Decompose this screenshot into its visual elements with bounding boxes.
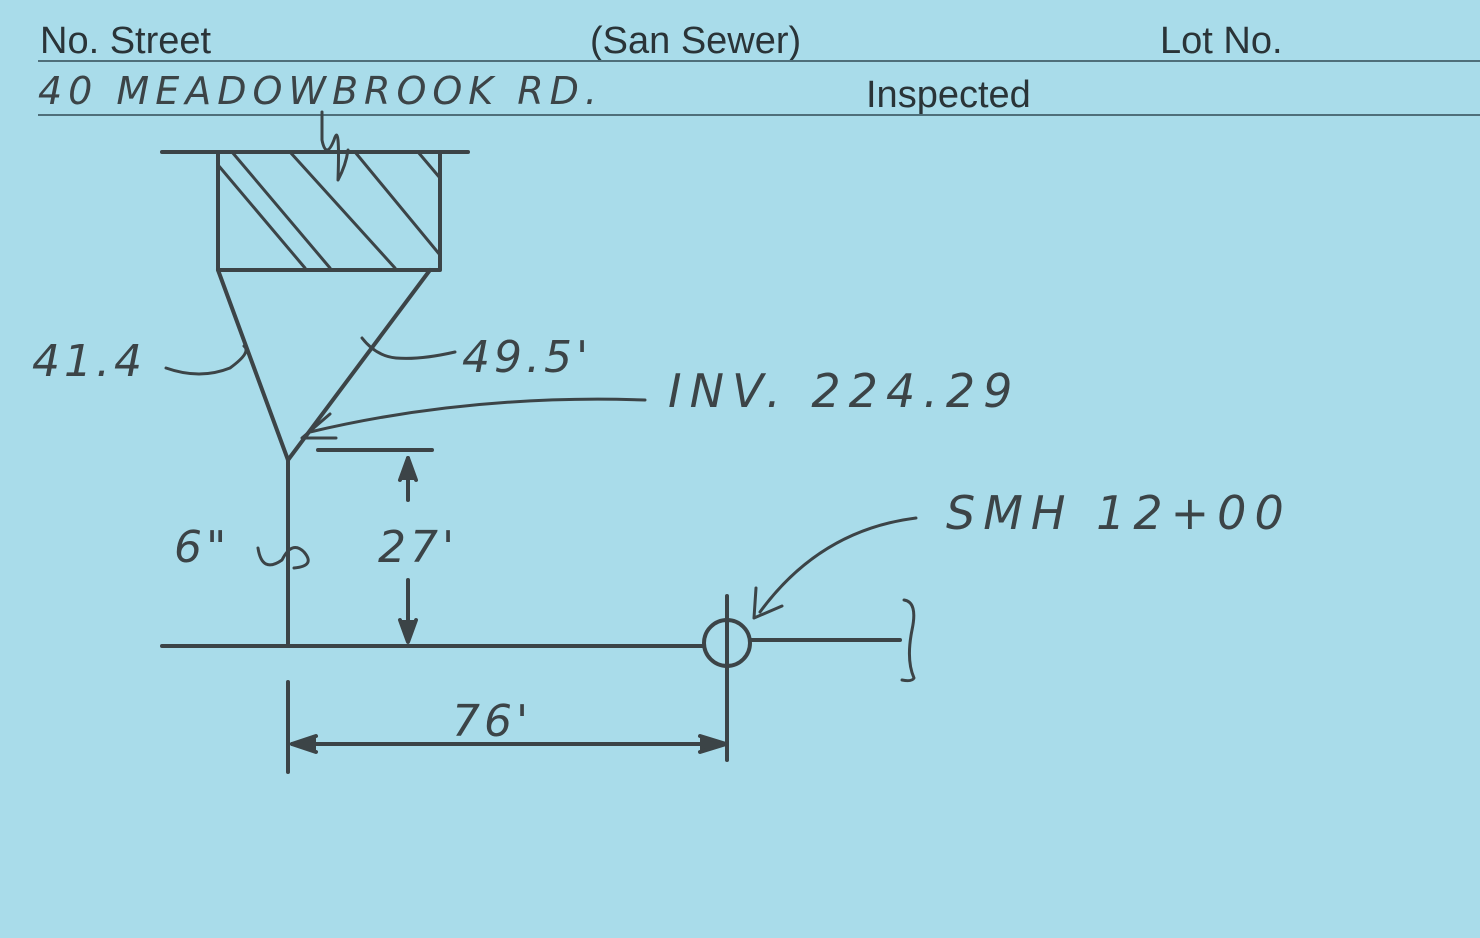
inspected-label: Inspected [866,74,1031,116]
left-tie-line [216,268,290,462]
pipe-size-text: 6" [174,522,231,573]
distance-arrow-left [290,734,318,754]
address-text: 40 MEADOWBROOK RD. [38,69,604,113]
header-rule-bottom [38,114,1480,116]
left-length-text: 41.4 [32,336,146,387]
right-length-text: 49.5' [462,332,593,383]
invert-leader [308,397,647,434]
building-hatching [216,150,442,270]
horizontal-distance-text: 76' [452,696,533,747]
offset-arrow-up [398,456,418,482]
manhole-station-text: SMH 12+00 [946,486,1292,540]
vertical-offset-text: 27' [378,522,459,573]
offset-arrow-down [398,618,418,644]
building-outline [216,150,442,272]
pipe-size-leader [256,546,310,570]
manhole-leader-arrow [752,586,784,620]
header-rule-top [38,60,1480,62]
invert-leader-arrow [300,412,338,440]
sewer-type-label: (San Sewer) [590,20,802,62]
distance-arrow-right [698,734,728,754]
street-label: No. Street [40,20,212,62]
left-length-leader [164,344,248,376]
roof-mark [320,110,350,182]
break-symbol [900,598,916,683]
right-length-leader [360,336,457,360]
manhole-leader [758,516,918,614]
invert-elevation-text: INV. 224.29 [668,364,1021,418]
lot-label: Lot No. [1160,20,1283,62]
